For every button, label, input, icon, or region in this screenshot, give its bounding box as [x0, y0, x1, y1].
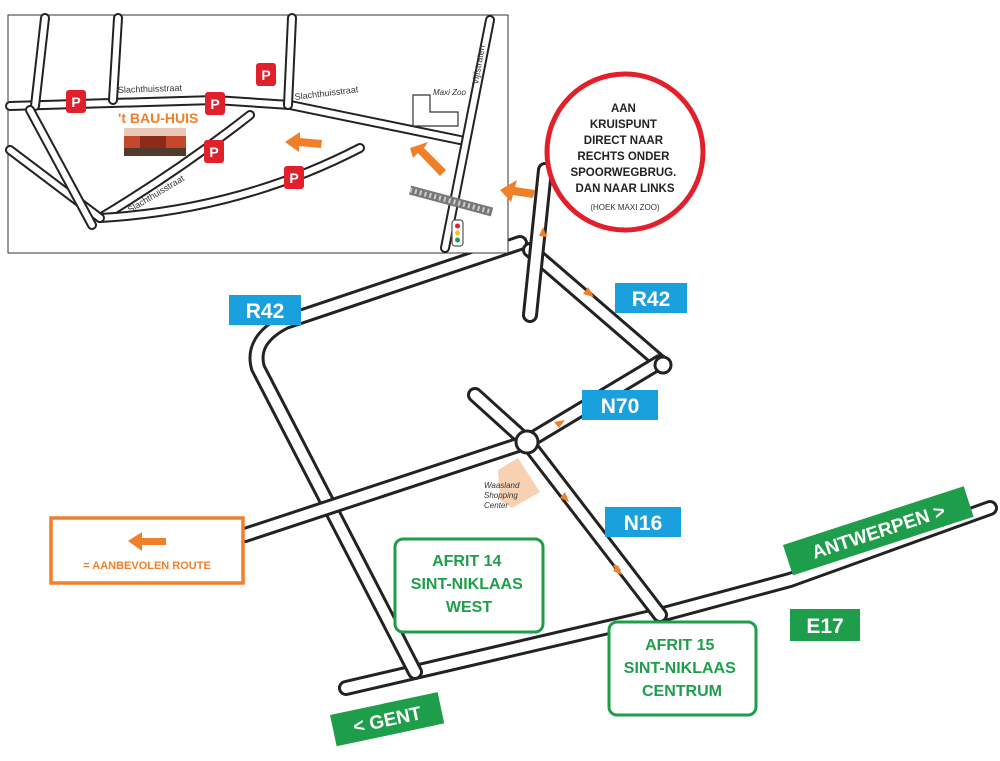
inset-streets — [5, 13, 495, 253]
bau-huis-building-icon — [124, 128, 186, 156]
svg-text:E17: E17 — [806, 615, 843, 638]
svg-text:AFRIT 15 SINT-NIKLAAS: AFRIT 15 SINT-NIKLAAS CENTRUM — [624, 637, 740, 700]
gent-sign: < GENT — [330, 692, 445, 747]
afrit15-box: AFRIT 15 SINT-NIKLAAS CENTRUM — [607, 620, 758, 717]
street-label-slachthuisstraat-1: Slachthuisstraat — [118, 83, 183, 95]
route-arrow-icon — [560, 492, 569, 502]
parking-icon: P — [66, 90, 86, 113]
route-arrow-icon — [554, 420, 565, 428]
n16-badge: N16 — [605, 507, 681, 537]
svg-text:N70: N70 — [601, 395, 640, 418]
inset-route-arrows — [285, 132, 446, 176]
svg-text:R42: R42 — [632, 288, 671, 311]
svg-text:P: P — [209, 144, 218, 160]
r42-badge-left: R42 — [229, 295, 301, 325]
destination-label: 't BAU-HUIS — [118, 110, 198, 126]
instruction-circle: AAN KRUISPUNT DIRECT NAAR RECHTS ONDER S… — [544, 71, 706, 233]
parking-icon: P — [256, 63, 276, 86]
afrit14-box: AFRIT 14 SINT-NIKLAAS WEST — [393, 537, 545, 634]
up-left-arrow-icon — [410, 142, 446, 176]
e17-badge: E17 — [790, 609, 860, 641]
svg-text:P: P — [261, 67, 270, 83]
parking-icon: P — [284, 166, 304, 189]
svg-text:AAN KRUISPUNT DIRE: AAN KRUISPUNT DIRECT NAAR RECHTS ONDER S… — [570, 103, 679, 195]
svg-text:= AANBEVOLEN ROUTE: = AANBEVOLEN ROUTE — [83, 560, 211, 572]
svg-text:P: P — [289, 170, 298, 186]
left-arrow-icon — [500, 180, 535, 202]
route-arrow-icon — [539, 227, 547, 237]
legend-box: = AANBEVOLEN ROUTE — [49, 516, 245, 585]
route-arrow-icon — [583, 287, 594, 297]
waasland-label: Waasland Shopping Center — [484, 481, 522, 510]
r42-badge-right: R42 — [615, 283, 687, 313]
n70-badge: N70 — [582, 390, 658, 420]
route-arrow-icon — [612, 563, 622, 573]
svg-text:N16: N16 — [624, 512, 663, 535]
route-arrows — [539, 227, 622, 575]
svg-text:P: P — [71, 94, 80, 110]
parking-icon: P — [204, 140, 224, 163]
inset-map: Maxi Zoo Slachthuisstraat Slachthuisstra… — [5, 13, 509, 254]
maxi-zoo-building-icon — [412, 94, 459, 127]
svg-text:(HOEK MAXI ZOO): (HOEK MAXI ZOO) — [590, 203, 660, 212]
left-arrow-icon — [285, 132, 322, 152]
left-arrow-icon — [128, 532, 166, 551]
maxi-zoo-label: Maxi Zoo — [433, 88, 466, 97]
main-road-network — [237, 162, 998, 696]
svg-text:AFRIT 14 SINT-NIKLAAS: AFRIT 14 SINT-NIKLAAS WEST — [411, 553, 527, 616]
svg-text:R42: R42 — [246, 300, 285, 323]
parking-markers: P P P P P — [66, 63, 304, 189]
waasland-building-icon — [498, 458, 540, 508]
parking-icon: P — [205, 92, 225, 115]
svg-text:P: P — [210, 96, 219, 112]
traffic-light-icon — [451, 219, 464, 247]
railway-icon — [408, 185, 494, 217]
